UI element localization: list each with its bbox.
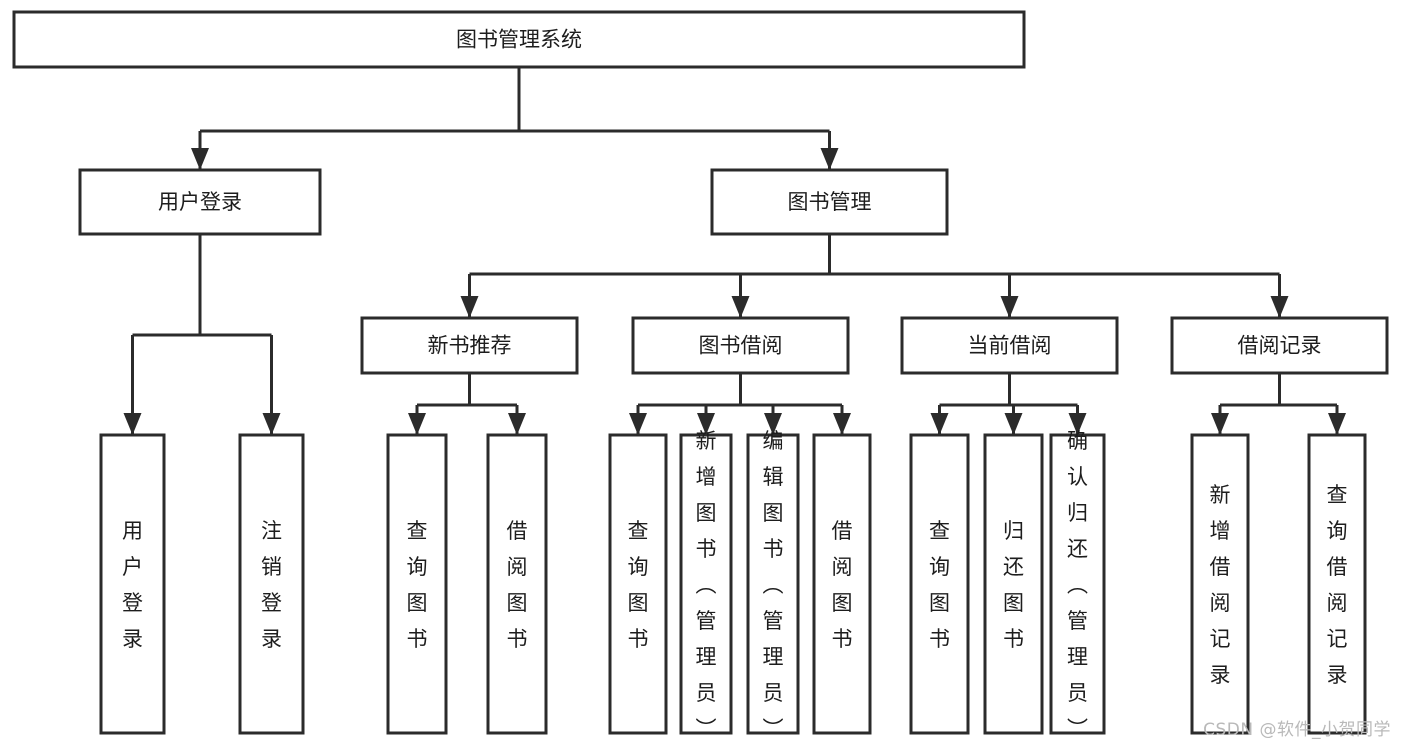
arrow-head-leaf-add-book — [697, 413, 715, 435]
node-leaf-edit-book[interactable]: 编辑图书︵管理员︶ — [746, 429, 800, 741]
node-leaf-edit-book-label: 编辑图书︵管理员︶ — [763, 429, 784, 741]
node-new-book-recommend[interactable]: 新书推荐 — [360, 316, 579, 375]
node-user-login-box — [78, 168, 322, 236]
arrow-head-leaf-borrow-book-2 — [833, 413, 851, 435]
arrow-head-current-borrow — [1000, 296, 1019, 318]
node-leaf-query-book-3[interactable]: 查询图书 — [909, 433, 970, 735]
node-leaf-query-book-2[interactable]: 查询图书 — [608, 433, 668, 735]
arrow-head-leaf-query-book-2 — [629, 413, 647, 435]
node-leaf-borrow-book-1-box — [486, 433, 548, 735]
node-borrow-record[interactable]: 借阅记录 — [1170, 316, 1389, 375]
node-book-borrow-label: 图书借阅 — [699, 334, 783, 358]
arrow-head-new-book-recommend — [460, 296, 479, 318]
node-leaf-add-book-label: 新增图书︵管理员︶ — [696, 429, 717, 741]
node-leaf-query-book-2-box — [608, 433, 668, 735]
node-leaf-query-book-2-label: 查询图书 — [628, 519, 649, 651]
node-leaf-query-record[interactable]: 查询借阅记录 — [1307, 433, 1367, 735]
arrow-head-borrow-record — [1270, 296, 1289, 318]
node-leaf-add-record[interactable]: 新增借阅记录 — [1190, 433, 1250, 735]
node-leaf-user-logout-box — [238, 433, 305, 735]
node-leaf-add-book[interactable]: 新增图书︵管理员︶ — [679, 429, 733, 741]
node-book-borrow-box — [631, 316, 850, 375]
node-leaf-user-logout-label: 注销登录 — [261, 519, 282, 651]
node-borrow-record-label: 借阅记录 — [1238, 334, 1322, 358]
node-leaf-query-book-1-box — [386, 433, 448, 735]
node-root[interactable]: 图书管理系统 — [12, 10, 1026, 69]
node-leaf-query-book-3-label: 查询图书 — [929, 519, 950, 651]
node-leaf-user-login-box — [99, 433, 166, 735]
arrow-head-leaf-user-logout — [262, 413, 281, 435]
node-leaf-add-book-box — [679, 433, 733, 735]
node-leaf-borrow-book-1[interactable]: 借阅图书 — [486, 433, 548, 735]
node-book-manage-label: 图书管理 — [788, 190, 872, 214]
node-book-manage[interactable]: 图书管理 — [710, 168, 949, 236]
connector-layer — [123, 67, 1346, 435]
watermark-label: CSDN @软件_小贺同学 — [1203, 720, 1391, 740]
node-root-box — [12, 10, 1026, 69]
node-leaf-edit-book-box — [746, 433, 800, 735]
node-leaf-borrow-book-2[interactable]: 借阅图书 — [812, 433, 872, 735]
arrow-head-leaf-query-book-3 — [930, 413, 949, 435]
node-leaf-add-record-label: 新增借阅记录 — [1210, 483, 1231, 687]
node-user-login-label: 用户登录 — [158, 190, 242, 214]
arrow-head-leaf-edit-book — [764, 413, 782, 435]
node-leaf-query-book-1-label: 查询图书 — [407, 519, 428, 651]
node-user-login[interactable]: 用户登录 — [78, 168, 322, 236]
node-book-manage-box — [710, 168, 949, 236]
arrow-head-leaf-query-record — [1328, 413, 1346, 435]
node-borrow-record-box — [1170, 316, 1389, 375]
node-current-borrow[interactable]: 当前借阅 — [900, 316, 1119, 375]
arrow-head-leaf-query-book-1 — [408, 413, 426, 435]
node-leaf-confirm-return[interactable]: 确认归还︵管理员︶ — [1049, 429, 1106, 741]
node-leaf-query-book-1[interactable]: 查询图书 — [386, 433, 448, 735]
arrow-head-leaf-confirm-return — [1068, 413, 1087, 435]
node-new-book-recommend-label: 新书推荐 — [428, 334, 512, 358]
arrow-head-leaf-add-record — [1211, 413, 1229, 435]
node-leaf-add-record-box — [1190, 433, 1250, 735]
node-leaf-return-book-box — [983, 433, 1044, 735]
node-leaf-query-record-box — [1307, 433, 1367, 735]
node-book-borrow[interactable]: 图书借阅 — [631, 316, 850, 375]
node-leaf-query-book-3-box — [909, 433, 970, 735]
arrow-head-leaf-return-book — [1004, 413, 1023, 435]
node-leaf-user-login-label: 用户登录 — [122, 519, 143, 651]
node-leaf-return-book[interactable]: 归还图书 — [983, 433, 1044, 735]
arrow-head-book-manage — [820, 148, 839, 170]
node-leaf-borrow-book-1-label: 借阅图书 — [507, 519, 528, 651]
node-layer: 图书管理系统用户登录图书管理新书推荐图书借阅当前借阅借阅记录用户登录注销登录查询… — [12, 10, 1389, 741]
node-leaf-borrow-book-2-box — [812, 433, 872, 735]
node-leaf-confirm-return-label: 确认归还︵管理员︶ — [1067, 429, 1088, 741]
node-new-book-recommend-box — [360, 316, 579, 375]
arrow-head-leaf-user-login — [123, 413, 142, 435]
node-leaf-return-book-label: 归还图书 — [1003, 519, 1024, 651]
arrow-head-leaf-borrow-book-1 — [508, 413, 526, 435]
node-leaf-query-record-label: 查询借阅记录 — [1327, 483, 1348, 687]
node-current-borrow-label: 当前借阅 — [968, 334, 1052, 358]
arrow-head-user-login — [191, 148, 209, 170]
node-leaf-user-login[interactable]: 用户登录 — [99, 433, 166, 735]
node-leaf-borrow-book-2-label: 借阅图书 — [832, 519, 853, 651]
node-leaf-confirm-return-box — [1049, 433, 1106, 735]
node-leaf-user-logout[interactable]: 注销登录 — [238, 433, 305, 735]
node-root-label: 图书管理系统 — [456, 28, 582, 52]
node-current-borrow-box — [900, 316, 1119, 375]
arrow-head-book-borrow — [731, 296, 750, 318]
